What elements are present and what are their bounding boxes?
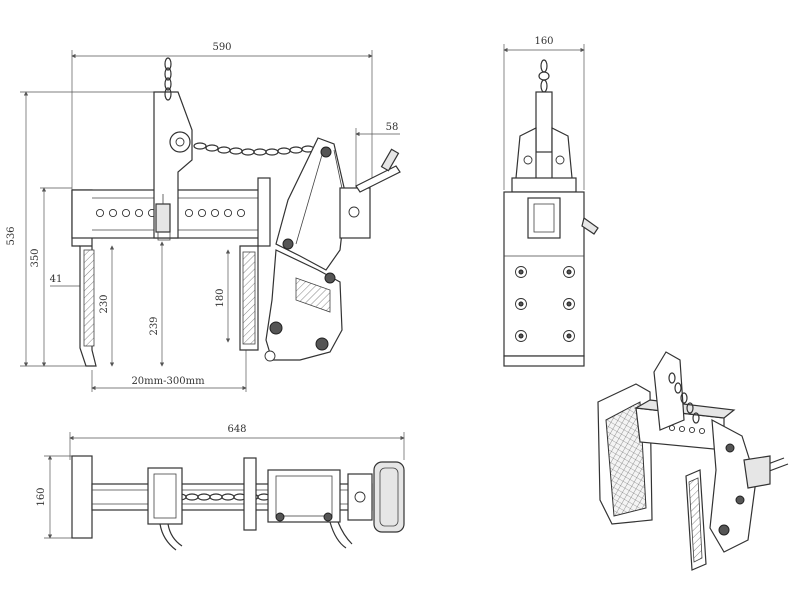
iso-beam-holes <box>668 424 706 435</box>
top-locking-pin <box>159 523 183 551</box>
top-carriage <box>147 467 183 525</box>
dim-height-350: 350 <box>30 187 72 367</box>
top-view: 648 160 <box>36 424 405 551</box>
dim-label-180: 180 <box>215 288 226 307</box>
dim-height-230: 230 <box>99 245 115 367</box>
top-moving-bracket <box>243 457 257 531</box>
dim-height-239: 239 <box>149 241 165 367</box>
dim-bottom-length: 648 <box>69 424 405 460</box>
cam-housing <box>265 249 343 361</box>
dim-label-jaw-range: 20mm-300mm <box>131 376 205 387</box>
dim-label-160-bottom: 160 <box>36 487 47 506</box>
moving-jaw-pad <box>242 251 256 345</box>
isometric-view <box>597 351 789 571</box>
dim-side-width: 160 <box>503 36 585 190</box>
top-end-pad <box>373 461 405 533</box>
pivot-pin-bottom <box>315 337 329 351</box>
handle-lever <box>355 165 401 193</box>
dim-label-590: 590 <box>212 42 231 53</box>
side-base <box>503 355 585 367</box>
dim-height-180: 180 <box>215 249 231 343</box>
side-view: 160 <box>503 36 599 367</box>
pivot-pin-top <box>320 146 332 158</box>
dim-overall-height: 536 <box>6 91 160 367</box>
dim-label-230: 230 <box>99 294 110 313</box>
iso-cam-assembly <box>709 418 757 553</box>
fixed-jaw-pad <box>83 249 95 347</box>
dim-label-41: 41 <box>50 274 63 285</box>
dim-jaw-range: 20mm-300mm <box>91 350 247 392</box>
locking-pin <box>155 203 171 233</box>
pivot-pin-mid <box>282 238 294 250</box>
top-fixed-jaw <box>71 455 93 539</box>
pivot-pin-right <box>324 272 336 284</box>
dim-overall-width: 590 <box>71 42 373 190</box>
side-beam-section <box>527 197 561 239</box>
side-lifting-column <box>535 91 553 153</box>
dim-label-350: 350 <box>30 248 41 267</box>
front-view: 590 58 536 350 41 230 <box>6 42 401 392</box>
cam-lever-arm <box>275 137 347 271</box>
dim-offset-58: 58 <box>355 122 400 190</box>
side-handle <box>581 216 599 235</box>
horizontal-chain <box>193 142 327 156</box>
side-beam-top <box>511 177 577 193</box>
dim-label-239: 239 <box>149 316 160 335</box>
moving-jaw-bracket <box>257 177 271 247</box>
pivot-pin-low <box>269 321 283 335</box>
iso-jaw-pad <box>605 401 647 517</box>
dim-label-58: 58 <box>386 122 399 133</box>
iso-lifting-plate <box>653 351 685 431</box>
side-chain <box>538 59 550 93</box>
dim-label-648: 648 <box>227 424 246 435</box>
dim-label-160-side: 160 <box>534 36 553 47</box>
top-chain <box>164 57 172 101</box>
lifting-plate <box>153 91 193 239</box>
iso-chain <box>668 372 700 424</box>
dim-label-536: 536 <box>6 226 17 245</box>
dim-bottom-width: 160 <box>36 455 76 539</box>
side-bolts <box>515 266 575 342</box>
top-handle <box>329 521 353 549</box>
